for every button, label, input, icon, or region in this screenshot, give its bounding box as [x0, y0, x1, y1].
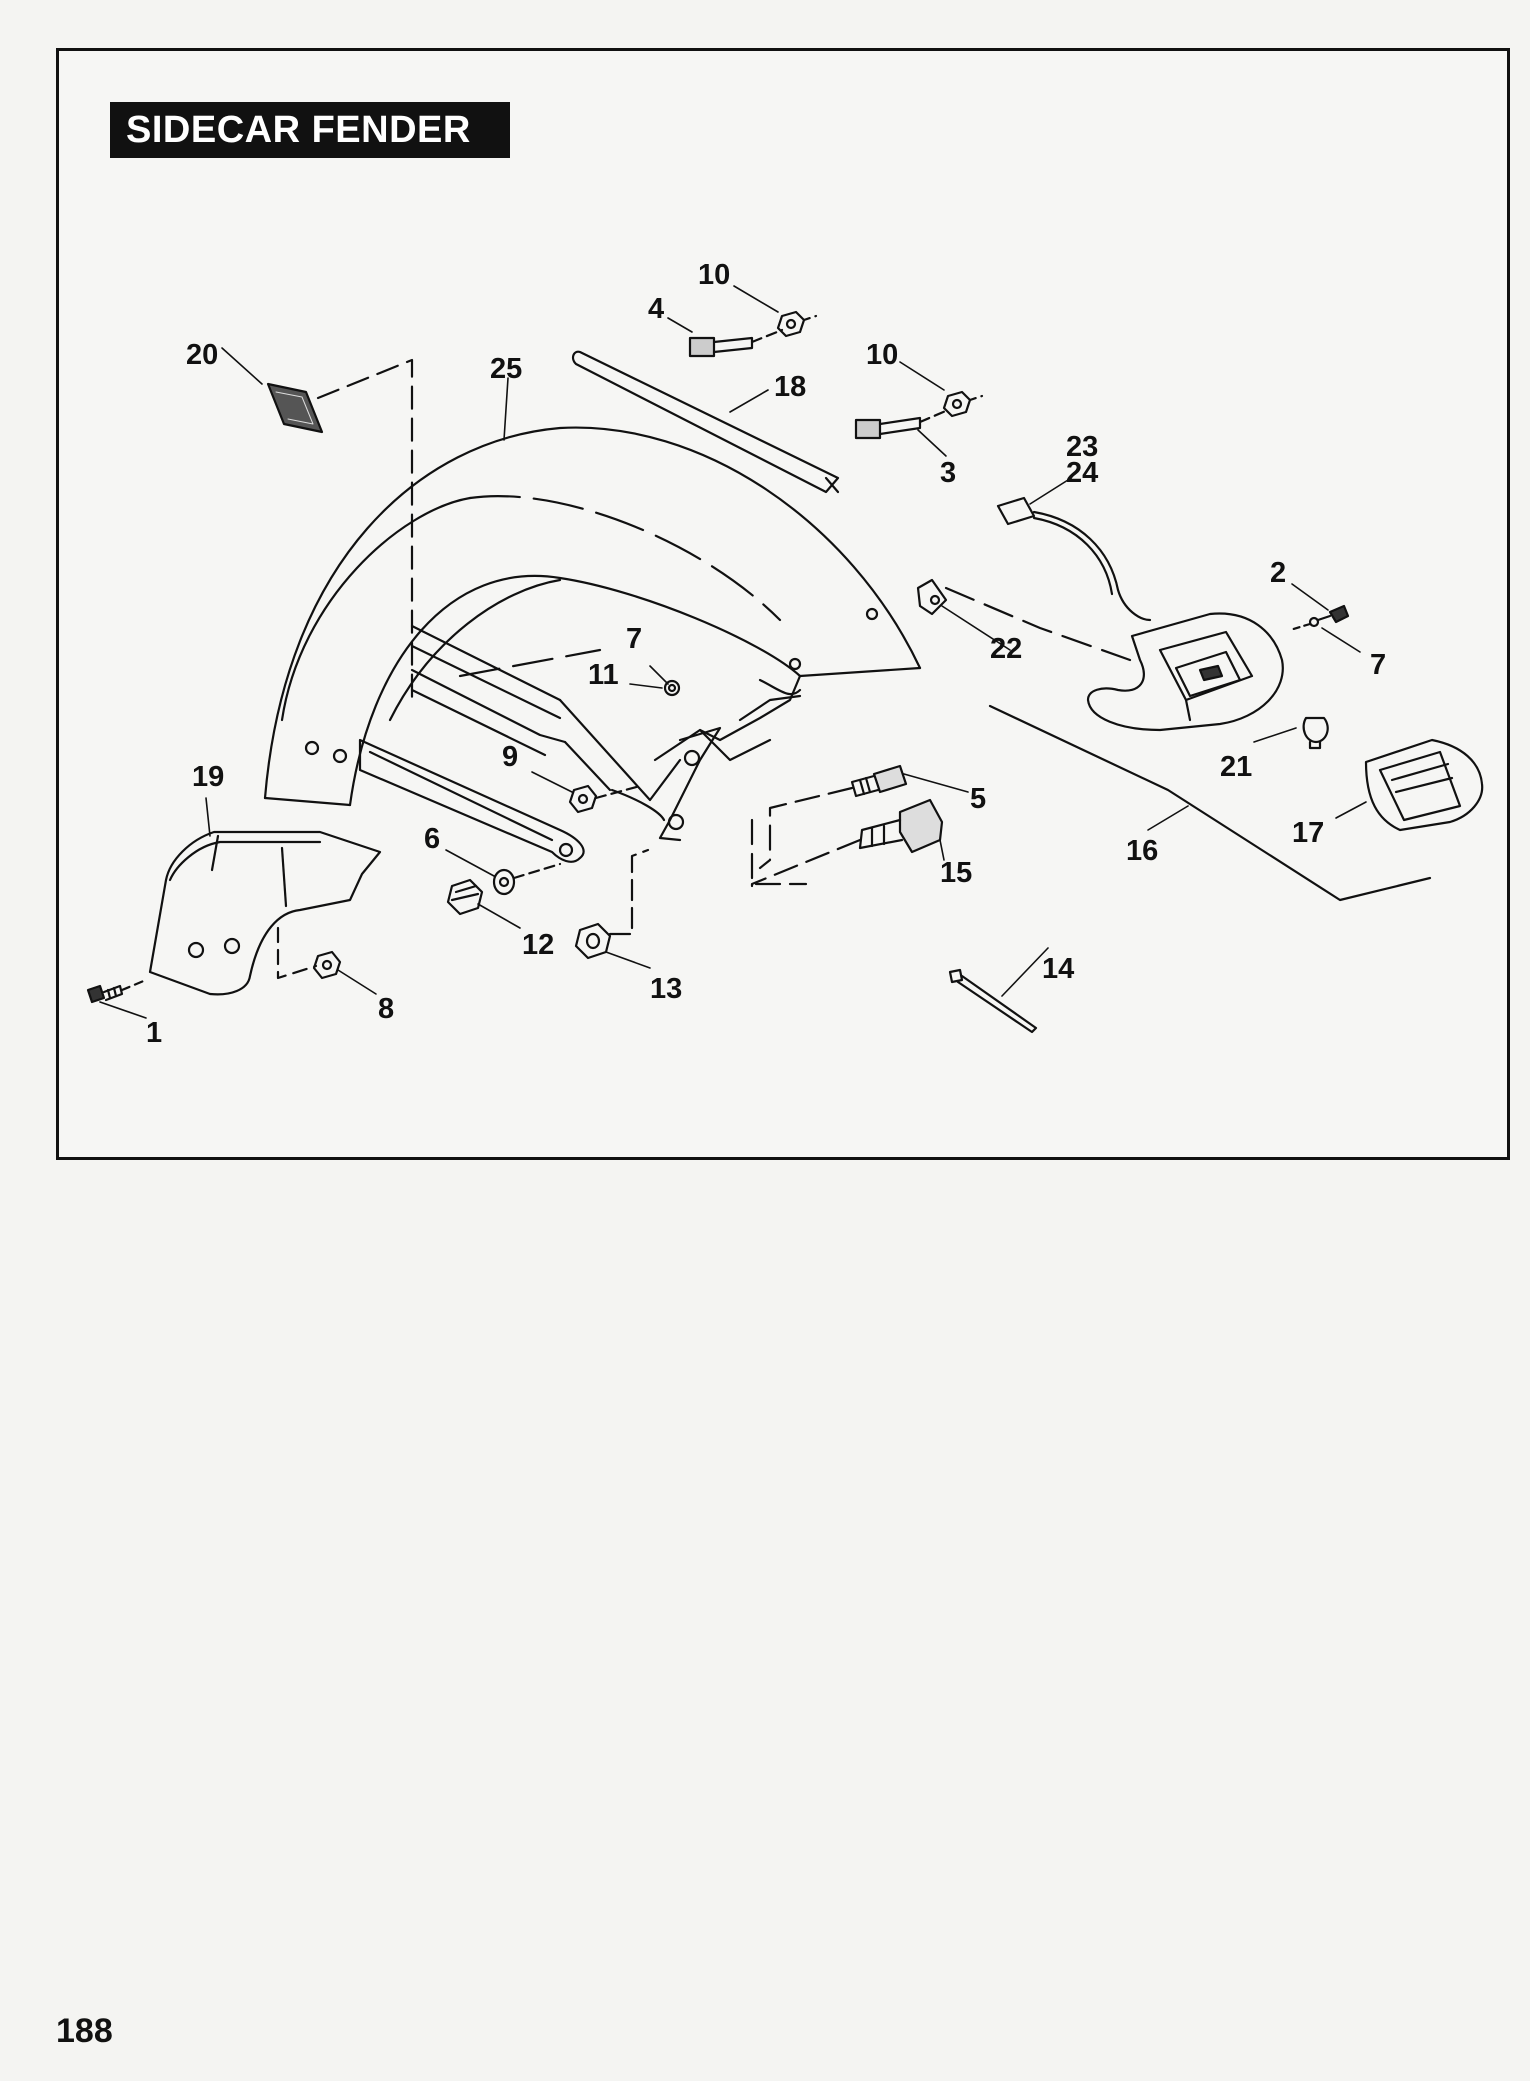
part-wire-connector	[996, 496, 1152, 622]
callout-7-center: 7	[626, 623, 642, 655]
part-fender	[263, 426, 922, 863]
part-reflector	[266, 382, 324, 434]
callout-24: 24	[1066, 457, 1098, 489]
part-nut-11	[663, 679, 681, 697]
callout-19: 19	[192, 761, 224, 793]
callout-9: 9	[502, 741, 518, 773]
callout-10-top: 10	[698, 259, 730, 291]
part-bulb	[1302, 716, 1329, 750]
callout-6: 6	[424, 823, 440, 855]
part-wire-clip	[916, 578, 948, 616]
leader-reflector	[316, 358, 414, 702]
callout-18: 18	[774, 371, 806, 403]
part-bolt-15	[858, 798, 944, 854]
callout-10-mid: 10	[866, 339, 898, 371]
leader-lamp-assembly	[988, 704, 1432, 902]
callout-15: 15	[940, 857, 972, 889]
callout-2: 2	[1270, 557, 1286, 589]
part-carriage-bolt-4	[688, 336, 754, 358]
part-lamp-lens	[1364, 738, 1484, 832]
part-nut-10a	[776, 310, 806, 338]
part-locknut-9	[568, 784, 598, 814]
callout-5: 5	[970, 783, 986, 815]
part-screw-2	[1316, 604, 1350, 624]
callout-21: 21	[1220, 751, 1252, 783]
diagram-frame	[56, 48, 1510, 1160]
callout-17: 17	[1292, 817, 1324, 849]
callout-13: 13	[650, 973, 682, 1005]
callout-11: 11	[588, 659, 619, 691]
callout-4: 4	[648, 293, 664, 325]
part-washer-7b	[1308, 616, 1320, 628]
callout-12: 12	[522, 929, 554, 961]
callout-leaders	[99, 285, 1367, 1019]
callout-3: 3	[940, 457, 956, 489]
callout-8: 8	[378, 993, 394, 1025]
part-washer-6	[492, 868, 516, 896]
callout-7-right: 7	[1370, 649, 1386, 681]
part-bolt-5	[850, 764, 908, 798]
part-nut-8	[312, 950, 342, 980]
part-lamp-housing	[1086, 612, 1284, 732]
callout-23: 23	[1066, 431, 1098, 463]
callout-20: 20	[186, 339, 218, 371]
page-number: 188	[56, 2012, 113, 2050]
callout-14: 14	[1042, 953, 1074, 985]
callout-1: 1	[146, 1017, 162, 1049]
part-fender-brace	[571, 350, 840, 494]
part-screw-1	[86, 984, 124, 1004]
diagram-title: SIDECAR FENDER	[110, 102, 510, 158]
callout-25: 25	[490, 353, 522, 385]
callout-22: 22	[990, 633, 1022, 665]
part-nut-10b	[942, 390, 972, 418]
part-castle-nut-12	[446, 878, 484, 916]
part-cable-strap	[948, 968, 1038, 1034]
part-carriage-bolt-3	[854, 416, 922, 440]
part-fender-bracket	[148, 830, 382, 996]
part-nut-13	[574, 922, 612, 960]
callout-16: 16	[1126, 835, 1158, 867]
